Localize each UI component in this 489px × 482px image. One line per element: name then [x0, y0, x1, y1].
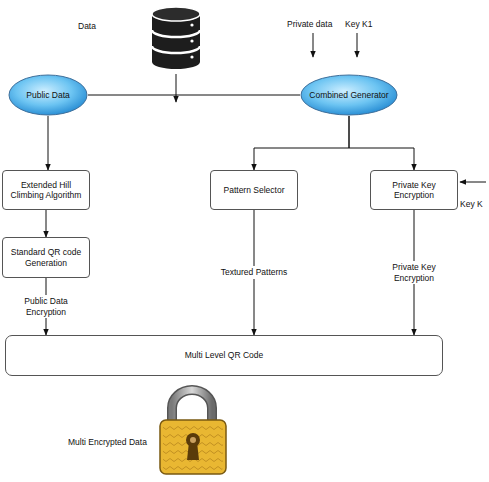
- node-text: Private Key Encryption: [376, 180, 452, 200]
- process-box: Private Key Encryption: [370, 170, 458, 210]
- key-label: Key K: [460, 199, 483, 209]
- input-arrow: [313, 33, 314, 57]
- ellipse-shape: [301, 75, 397, 115]
- text-holder: Multi Level QR Code: [6, 336, 442, 375]
- process-box: Standard QR code Generation: [2, 237, 90, 278]
- database-icon: [152, 7, 200, 69]
- generator-ellipse: Combined Generator: [300, 74, 398, 116]
- output-box: Multi Level QR Code: [5, 335, 443, 376]
- text-holder: Combined Generator: [300, 74, 398, 116]
- data-ellipse: Public Data: [8, 74, 88, 116]
- ellipse-shape: [9, 75, 87, 115]
- edge-label: Public Data Encryption: [18, 295, 74, 317]
- node-text: Extended Hill Climbing Algorithm: [8, 180, 84, 200]
- process-box: Extended Hill Climbing Algorithm: [2, 170, 90, 210]
- connector: [254, 116, 349, 170]
- output-label: Multi Encrypted Data: [68, 437, 147, 447]
- input-label: Private data: [287, 19, 332, 29]
- text-holder: Public Data: [8, 74, 88, 116]
- connector: [349, 116, 414, 170]
- process-box: Pattern Selector: [210, 170, 298, 210]
- connector: [46, 210, 47, 237]
- node-text: Multi Level QR Code: [185, 350, 263, 360]
- data-arrow: [176, 74, 177, 102]
- input-label: Key K1: [345, 19, 372, 29]
- text-holder: Extended Hill Climbing Algorithm: [3, 171, 89, 209]
- edge-label: Private Key Encryption: [380, 261, 448, 283]
- node-text: Public Data: [26, 90, 69, 100]
- node-text: Pattern Selector: [224, 185, 285, 195]
- lock-icon: [160, 390, 226, 474]
- data-label: Data: [78, 21, 96, 31]
- text-holder: Private Key Encryption: [371, 171, 457, 209]
- input-arrow: [357, 33, 358, 57]
- text-holder: Standard QR code Generation: [3, 238, 89, 277]
- node-text: Standard QR code Generation: [8, 247, 84, 267]
- connector: [88, 95, 300, 96]
- edge-label: Textured Patterns: [212, 266, 296, 278]
- text-holder: Pattern Selector: [211, 171, 297, 209]
- key-arrow: [460, 182, 486, 183]
- node-text: Combined Generator: [309, 90, 388, 100]
- connector: [48, 116, 49, 170]
